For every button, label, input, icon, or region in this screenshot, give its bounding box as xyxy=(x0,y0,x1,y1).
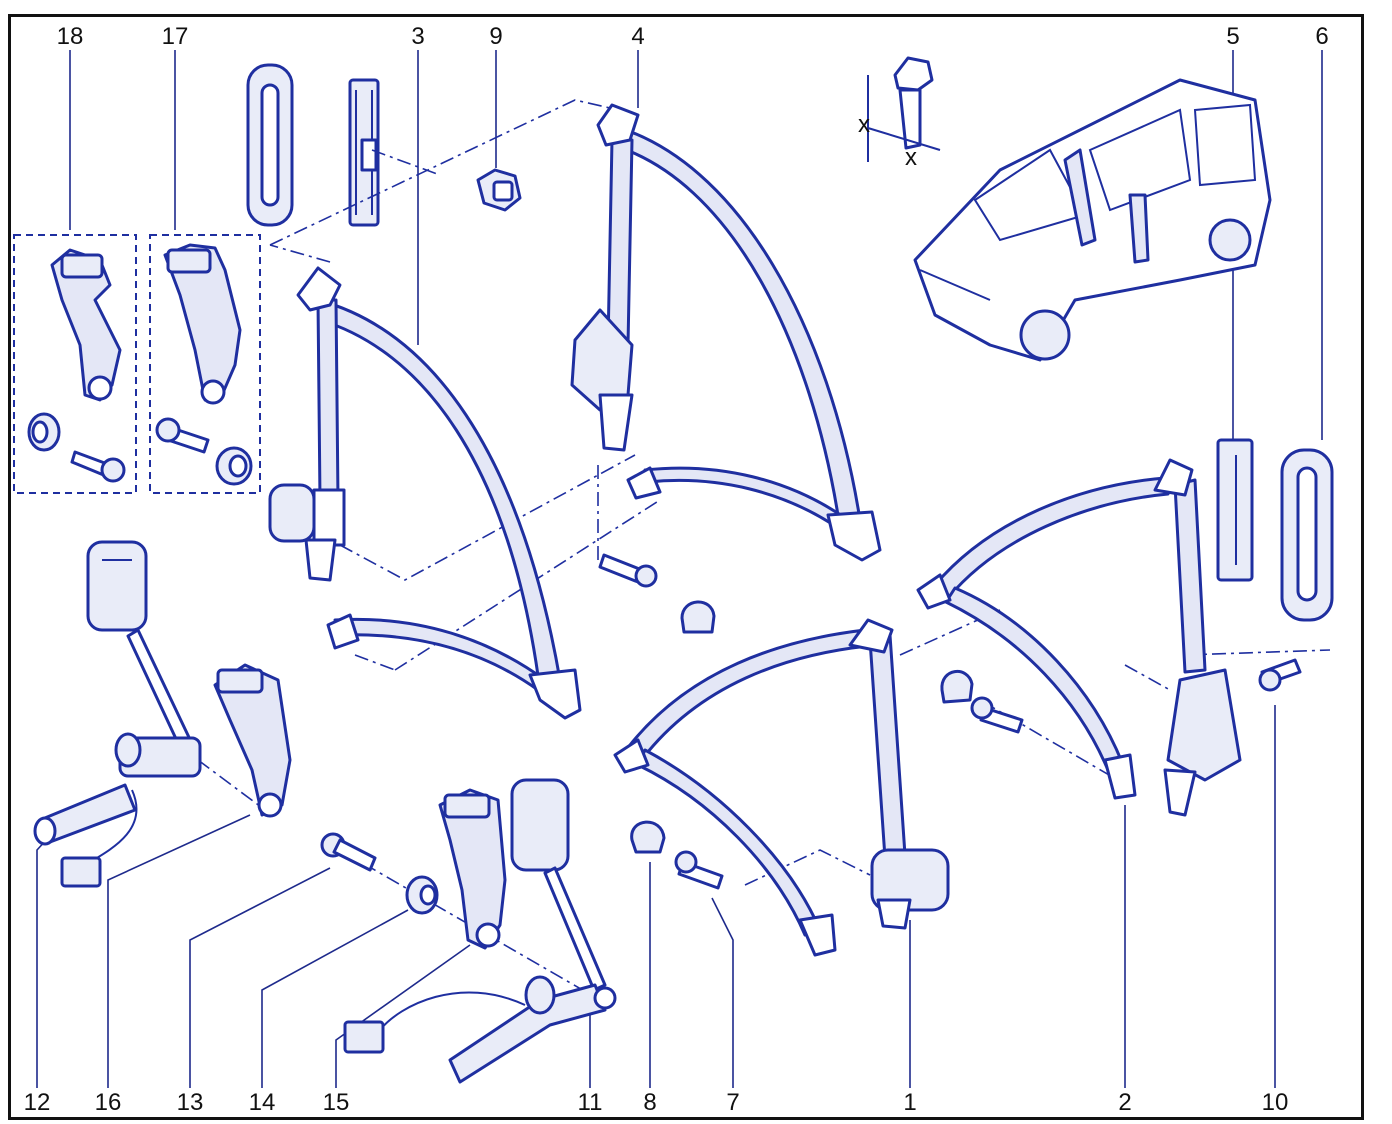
buckle-11-cable xyxy=(543,866,607,992)
callout-7: 7 xyxy=(726,1089,739,1116)
dimension-x-horizontal: x xyxy=(905,144,917,171)
seat-belt-1 xyxy=(613,618,950,957)
bolt-dimension-symbol: x x xyxy=(858,56,941,171)
belt-4-lap xyxy=(643,466,847,530)
leader-15 xyxy=(335,944,471,1088)
belt-4-lap-anchor xyxy=(626,466,662,500)
kit-18-bolt xyxy=(70,450,126,483)
callout-10: 10 xyxy=(1262,1089,1289,1116)
belt-2-retractor xyxy=(1166,668,1242,782)
belt-4-anchor-plate xyxy=(598,393,634,452)
callout-15: 15 xyxy=(323,1089,350,1116)
callout-11: 11 xyxy=(578,1089,603,1116)
callout-5: 5 xyxy=(1226,23,1239,50)
anchor-bolt-right xyxy=(970,696,1024,734)
belt-1-retractor xyxy=(870,848,950,912)
belt-4-floor-anchor xyxy=(826,510,882,562)
grommet-9 xyxy=(476,168,522,212)
seat-belt-2 xyxy=(916,458,1242,817)
belt-3-floor-anchor xyxy=(528,668,582,720)
callout-14: 14 xyxy=(249,1089,276,1116)
height-adjuster-rail-right xyxy=(1216,438,1254,582)
callout-8: 8 xyxy=(643,1089,656,1116)
belt-2-guide xyxy=(1153,458,1194,497)
buckle-11-head xyxy=(510,778,570,872)
anchor-cap-upper xyxy=(680,600,716,634)
callout-16: 16 xyxy=(95,1089,122,1116)
callout-18: 18 xyxy=(57,23,84,50)
belt-2-upper-anchor xyxy=(916,573,952,610)
belt-2-vertical xyxy=(1173,478,1207,674)
seat-belt-4 xyxy=(570,103,882,562)
belt-1-vertical xyxy=(868,633,907,860)
cap-8 xyxy=(630,820,666,854)
belt-4-diagonal xyxy=(608,123,862,530)
belt-1-upper-anchor xyxy=(613,738,650,774)
belt-3-retractor xyxy=(268,483,316,543)
diagram-frame xyxy=(8,14,1364,1120)
height-adjuster-rail-left xyxy=(348,78,380,227)
anchor-15 xyxy=(438,788,507,950)
van-belt-highlight-right xyxy=(1128,193,1150,264)
anchor-cap-right xyxy=(940,669,974,704)
callout-2: 2 xyxy=(1118,1089,1131,1116)
belt-1-floor-anchor xyxy=(798,913,837,957)
belt-4-guide xyxy=(596,103,640,147)
buckle-assembly-12 xyxy=(33,540,202,888)
buckle-12-head xyxy=(86,540,148,632)
seat-belt-3 xyxy=(268,266,582,720)
callout-4: 4 xyxy=(631,23,644,50)
belt-3-retractor-bracket xyxy=(312,488,346,547)
callout-13: 13 xyxy=(177,1089,204,1116)
buckle-12-connector xyxy=(60,856,102,888)
bolt-13 xyxy=(320,832,377,872)
belt-3-anchor-plate xyxy=(304,538,337,582)
kit-17-bolt xyxy=(155,417,210,454)
callout-1: 1 xyxy=(903,1089,916,1116)
callout-17: 17 xyxy=(162,23,189,50)
anchor-bolt-upper xyxy=(598,553,658,588)
buckle-11-connector xyxy=(343,1020,385,1054)
belt-1-guide xyxy=(848,618,894,654)
belt-3-lap-anchor xyxy=(326,613,360,650)
cap-14 xyxy=(405,875,439,915)
bolt-7 xyxy=(674,850,724,890)
leader-lines xyxy=(36,50,1323,1088)
van-illustration xyxy=(913,78,1272,362)
leader-13 xyxy=(189,867,331,1088)
screw-10 xyxy=(1258,658,1302,692)
anchor-16 xyxy=(213,663,292,818)
dimension-x-vertical: x xyxy=(858,111,870,138)
belt-1-lap xyxy=(636,748,822,937)
callout-12: 12 xyxy=(24,1089,51,1116)
kit-box-17 xyxy=(149,234,261,494)
callout-3: 3 xyxy=(411,23,424,50)
kit-18-cap xyxy=(27,412,61,452)
belt-4-vertical xyxy=(606,138,634,347)
kit-17-buckle-anchor xyxy=(163,243,242,405)
leader-7 xyxy=(711,897,734,1088)
belt-1-anchor-plate xyxy=(876,898,912,930)
assembly-lines xyxy=(197,99,1331,1001)
trim-cover-left xyxy=(246,63,294,227)
trim-cover-right xyxy=(1280,448,1334,622)
belt-2-upper xyxy=(933,476,1170,600)
leader-12 xyxy=(36,837,49,1088)
kit-box-18 xyxy=(13,234,137,494)
callout-9: 9 xyxy=(489,23,502,50)
van-belt-highlight-left xyxy=(1063,148,1097,247)
leader-16 xyxy=(107,814,251,1088)
callout-6: 6 xyxy=(1315,23,1328,50)
buckle-assembly-11 xyxy=(343,778,617,1084)
belt-1-upper xyxy=(628,628,870,760)
leader-14 xyxy=(261,909,409,1088)
belt-3-vertical xyxy=(316,298,340,502)
belt-2-floor-anchor xyxy=(1103,753,1137,800)
kit-17-cap xyxy=(215,446,253,486)
belt-2-anchor-plate xyxy=(1163,768,1197,817)
belt-3-lap xyxy=(333,617,547,692)
kit-18-buckle-anchor xyxy=(50,248,122,402)
belt-3-guide xyxy=(296,266,342,312)
